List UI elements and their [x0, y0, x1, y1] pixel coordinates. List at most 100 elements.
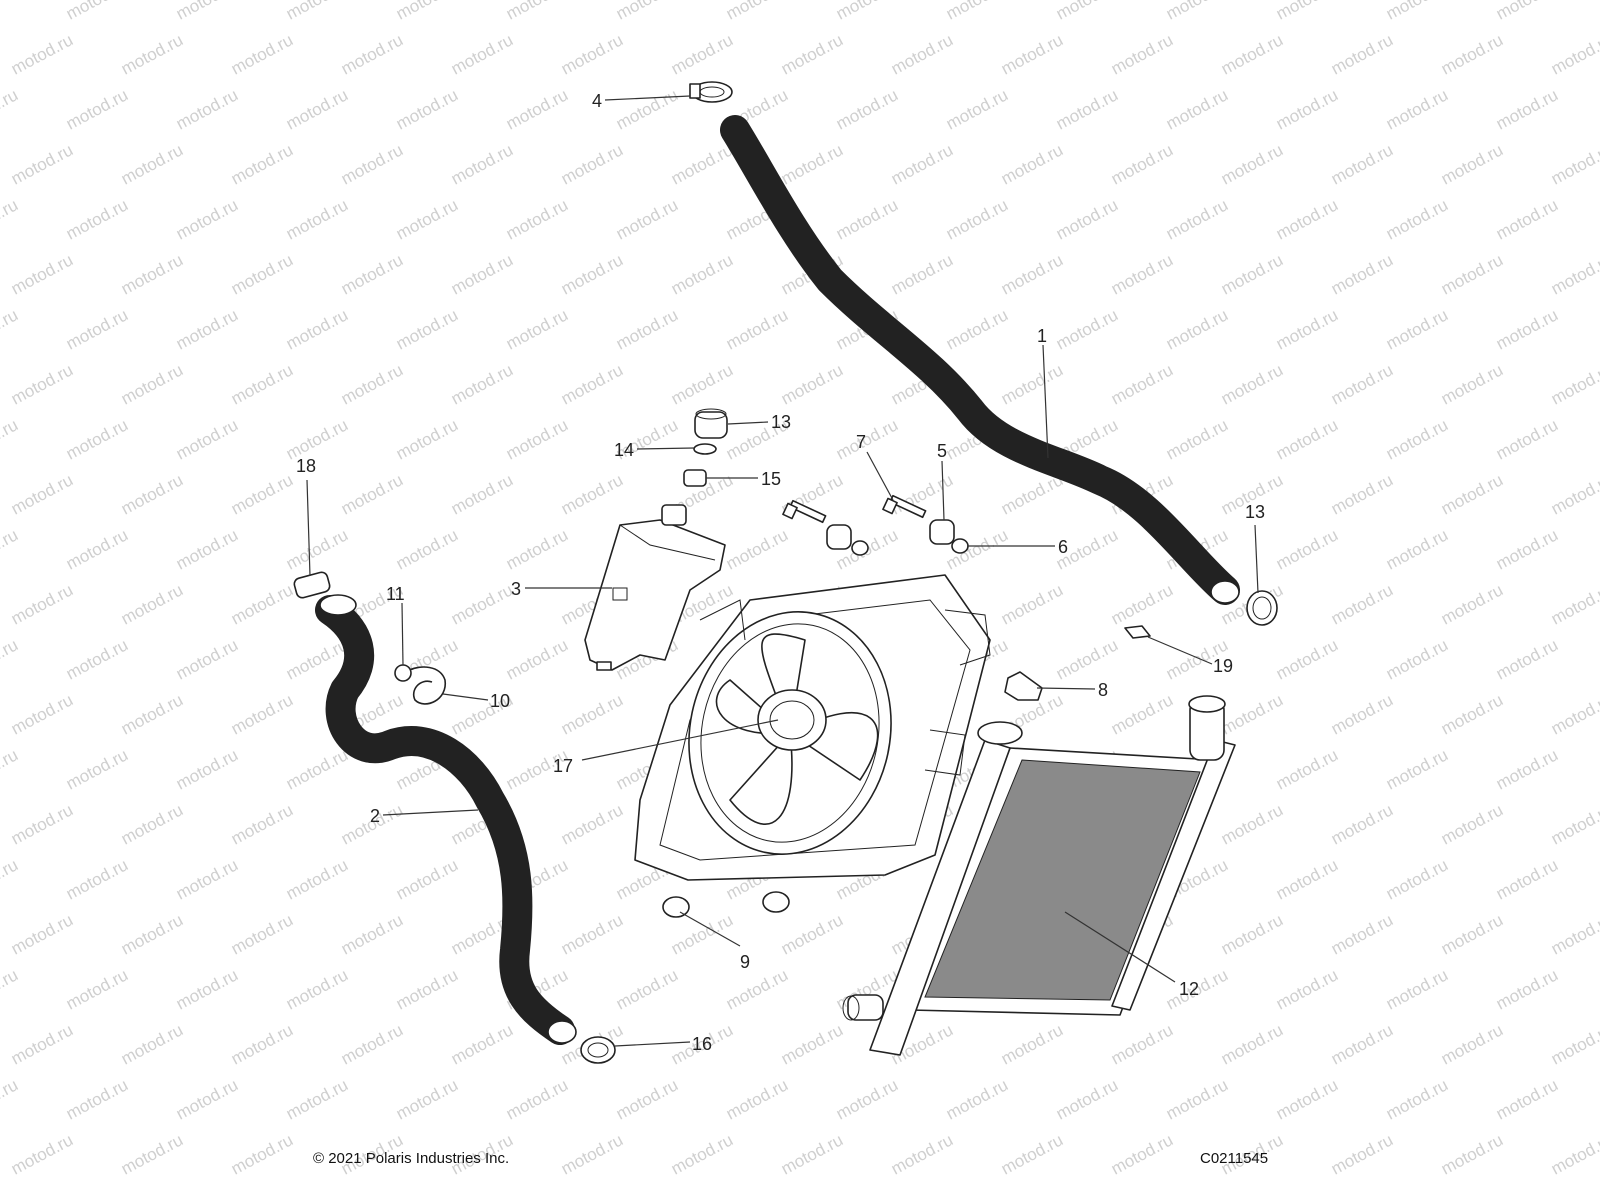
watermark-text-56: motod.ru: [1218, 140, 1286, 188]
callout-7: 7: [856, 432, 866, 452]
watermark-text-212: motod.ru: [173, 745, 241, 793]
part-8-mount-bracket: [1004, 671, 1043, 701]
watermark-text-272: motod.ru: [173, 965, 241, 1013]
watermark-text-10: motod.ru: [1053, 0, 1121, 24]
watermark-text-230: motod.ru: [558, 800, 626, 848]
watermark-text-136: motod.ru: [118, 470, 186, 518]
watermark-text-269: motod.ru: [1548, 910, 1600, 958]
watermark-text-192: motod.ru: [1273, 635, 1341, 683]
part-14-reservoir-cap: [694, 408, 728, 439]
part-11-hose-clip: [409, 666, 446, 705]
watermark-text-303: motod.ru: [283, 1075, 351, 1123]
watermark-text-151: motod.ru: [63, 525, 131, 573]
callout-6: 6: [1058, 537, 1068, 557]
part-16-filler-neck: [683, 469, 707, 487]
watermark-text-309: motod.ru: [943, 1075, 1011, 1123]
watermark-text-266: motod.ru: [1218, 910, 1286, 958]
copyright-text: © 2021 Polaris Industries Inc.: [313, 1150, 510, 1167]
watermark-text-116: motod.ru: [1218, 360, 1286, 408]
watermark-text-167: motod.ru: [228, 580, 296, 628]
watermark-text-164: motod.ru: [1493, 525, 1561, 573]
watermark-text-80: motod.ru: [558, 250, 626, 298]
watermark-text-11: motod.ru: [1163, 0, 1231, 24]
watermark-text-238: motod.ru: [1438, 800, 1506, 848]
watermark-text-72: motod.ru: [1273, 195, 1341, 243]
watermark-text-79: motod.ru: [448, 250, 516, 298]
watermark-text-19: motod.ru: [448, 30, 516, 78]
part-1-upper-hose: [720, 115, 1240, 605]
callout-15: 14: [614, 440, 634, 460]
watermark-text-87: motod.ru: [1328, 250, 1396, 298]
watermark-text-283: motod.ru: [1383, 965, 1451, 1013]
callout-5: 5: [937, 441, 947, 461]
watermark-text-276: motod.ru: [613, 965, 681, 1013]
watermark-text-96: motod.ru: [613, 305, 681, 353]
watermark-text-62: motod.ru: [173, 195, 241, 243]
watermark-text-21: motod.ru: [668, 30, 736, 78]
watermark-text-75: motod.ru: [8, 250, 76, 298]
watermark-text-289: motod.ru: [448, 1020, 516, 1068]
watermark-text-64: motod.ru: [393, 195, 461, 243]
watermark-text-193: motod.ru: [1383, 635, 1451, 683]
watermark-text-47: motod.ru: [228, 140, 296, 188]
watermark-text-57: motod.ru: [1328, 140, 1396, 188]
watermark-text-31: motod.ru: [63, 85, 131, 133]
part-10-isolator: [662, 891, 790, 918]
part-12-push-rivet: [394, 664, 412, 682]
watermark-text-85: motod.ru: [1108, 250, 1176, 298]
diagram-id: C0211545: [1200, 1150, 1269, 1167]
watermark-text-273: motod.ru: [283, 965, 351, 1013]
part-6-spacer: [951, 538, 969, 554]
watermark-text-137: motod.ru: [228, 470, 296, 518]
watermark-text-224: motod.ru: [1493, 745, 1561, 793]
watermark-text-314: motod.ru: [1493, 1075, 1561, 1123]
watermark-text-239: motod.ru: [1548, 800, 1600, 848]
callout-14: 13: [771, 412, 791, 432]
watermark-text-2: motod.ru: [173, 0, 241, 24]
watermark-text-244: motod.ru: [393, 855, 461, 903]
watermark-text-243: motod.ru: [283, 855, 351, 903]
callout-labels: 4 1 13 14 7 5 15 18 13 6 3 11 19 8 10 17…: [296, 91, 1265, 1054]
watermark-text-284: motod.ru: [1493, 965, 1561, 1013]
watermark-text-256: motod.ru: [118, 910, 186, 958]
watermark-text-200: motod.ru: [558, 690, 626, 738]
watermark-text-107: motod.ru: [228, 360, 296, 408]
watermark-text-175: motod.ru: [1108, 580, 1176, 628]
watermark-text-178: motod.ru: [1438, 580, 1506, 628]
watermark-text-106: motod.ru: [118, 360, 186, 408]
watermark-text-240: motod.ru: [0, 855, 21, 903]
watermark-text-197: motod.ru: [228, 690, 296, 738]
watermark-text-312: motod.ru: [1273, 1075, 1341, 1123]
watermark-text-237: motod.ru: [1328, 800, 1396, 848]
watermark-text-76: motod.ru: [118, 250, 186, 298]
part-7-bolt: [882, 494, 927, 519]
watermark-text-53: motod.ru: [888, 140, 956, 188]
watermark-text-95: motod.ru: [503, 305, 571, 353]
watermark-text-86: motod.ru: [1218, 250, 1286, 298]
watermark-text-255: motod.ru: [8, 910, 76, 958]
watermark-text-285: motod.ru: [8, 1020, 76, 1068]
watermark-text-177: motod.ru: [1328, 580, 1396, 628]
watermark-text-185: motod.ru: [503, 635, 571, 683]
part-13-hose-clamp-bottom: [580, 1036, 616, 1064]
callout-17: 17: [553, 756, 573, 776]
part-6-spacer-left: [851, 540, 869, 556]
watermark-text-287: motod.ru: [228, 1020, 296, 1068]
watermark-text-328: motod.ru: [1438, 1130, 1506, 1178]
watermark-text-46: motod.ru: [118, 140, 186, 188]
watermark-text-308: motod.ru: [833, 1075, 901, 1123]
watermark-text-268: motod.ru: [1438, 910, 1506, 958]
watermark-text-99: motod.ru: [943, 305, 1011, 353]
watermark-text-306: motod.ru: [613, 1075, 681, 1123]
watermark-text-288: motod.ru: [338, 1020, 406, 1068]
callout-8: 8: [1098, 680, 1108, 700]
watermark-text-84: motod.ru: [998, 250, 1066, 298]
watermark-text-12: motod.ru: [1273, 0, 1341, 24]
watermark-text-17: motod.ru: [228, 30, 296, 78]
watermark-text-92: motod.ru: [173, 305, 241, 353]
watermark-text-139: motod.ru: [448, 470, 516, 518]
watermark-text-131: motod.ru: [1163, 415, 1231, 463]
callout-9: 12: [1179, 979, 1199, 999]
watermark-text-132: motod.ru: [1273, 415, 1341, 463]
